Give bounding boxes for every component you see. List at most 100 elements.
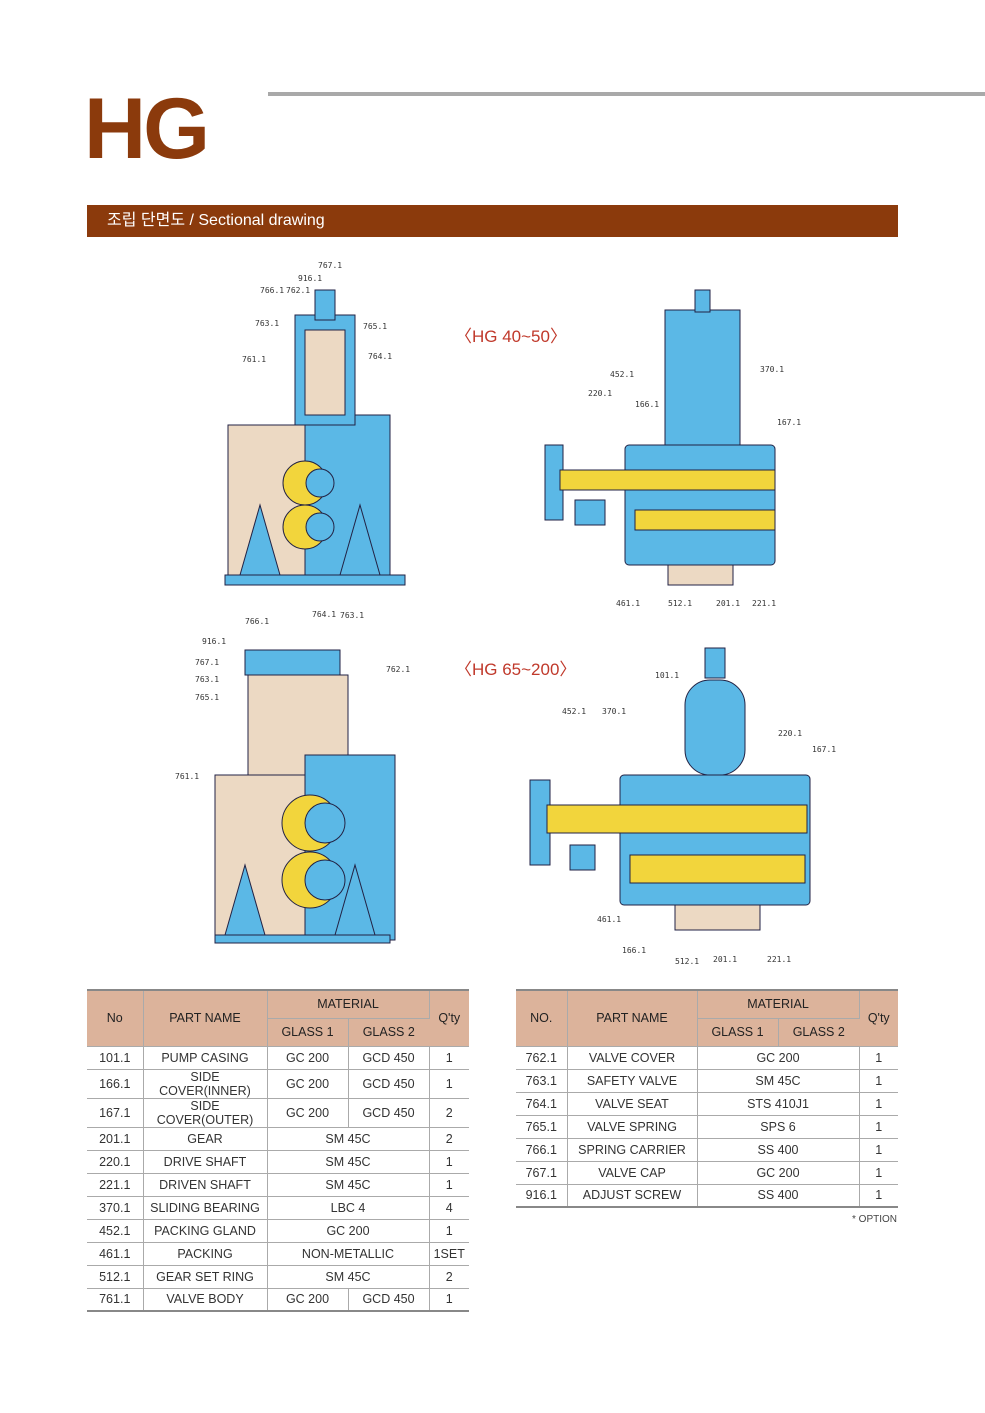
table-cell: VALVE CAP [567,1161,698,1185]
callout-label: 166.1 [635,400,660,409]
table-cell: SM 45C [267,1150,430,1174]
table-cell: GCD 450 [348,1069,430,1099]
callout-label: 370.1 [760,365,785,374]
callout-label: 767.1 [318,261,343,270]
diagram-hg65-side: 766.1 764.1 763.1 916.1 767.1 763.1 765.… [170,605,420,950]
callout-label: 916.1 [298,274,323,283]
table-cell: SM 45C [697,1069,860,1093]
callout-label: 916.1 [202,637,227,646]
table-cell: PACKING [143,1242,268,1266]
table-cell: 1 [859,1138,898,1162]
diagram-hg40-side: 767.1 916.1 766.1 762.1 763.1 765.1 761.… [200,255,420,595]
header-qty: Q'ty [859,989,898,1047]
callout-label: 201.1 [716,599,741,608]
table-cell: 766.1 [516,1138,568,1162]
header-material: MATERIAL [697,989,860,1019]
callout-label: 766.1 [260,286,285,295]
header-glass1: GLASS 1 [697,1018,779,1047]
model-label-hg40-50: 〈HG 40~50〉 [455,327,567,346]
table-cell: GEAR [143,1127,268,1151]
table-cell: 220.1 [87,1150,144,1174]
table-cell: 201.1 [87,1127,144,1151]
table-cell: 764.1 [516,1092,568,1116]
diagram-hg65-front: 101.1 452.1 370.1 220.1 167.1 461.1 166.… [525,645,836,970]
table-cell: VALVE COVER [567,1046,698,1070]
option-note: * OPTION [852,1214,898,1225]
table-cell: 763.1 [516,1069,568,1093]
table-cell: DRIVE SHAFT [143,1150,268,1174]
table-cell: 4 [429,1196,469,1220]
table-cell: 1 [859,1069,898,1093]
table-cell: GC 200 [267,1069,349,1099]
table-cell: GEAR SET RING [143,1265,268,1289]
callout-label: 765.1 [363,322,388,331]
table-cell: NON-METALLIC [267,1242,430,1266]
header-glass2: GLASS 2 [348,1018,429,1047]
callout-label: 101.1 [655,671,680,680]
table-cell: 761.1 [87,1288,144,1312]
table-cell: 512.1 [87,1265,144,1289]
table-cell: 1 [859,1115,898,1139]
table-cell: STS 410J1 [697,1092,860,1116]
table-cell: 1 [429,1173,469,1197]
table-cell: 2 [429,1127,469,1151]
table-cell: SIDE COVER(INNER) [143,1069,268,1099]
table-cell: 2 [429,1265,469,1289]
table-cell: VALVE SEAT [567,1092,698,1116]
table-cell: 1 [429,1069,469,1099]
table-cell: SPRING CARRIER [567,1138,698,1162]
callout-label: 167.1 [777,418,802,427]
callout-label: 370.1 [602,707,627,716]
table-cell: GC 200 [697,1161,860,1185]
callout-label: 461.1 [597,915,622,924]
callout-label: 763.1 [195,675,220,684]
table-cell: DRIVEN SHAFT [143,1173,268,1197]
table-cell: SM 45C [267,1127,430,1151]
header-glass2: GLASS 2 [778,1018,859,1047]
divider [268,92,985,96]
callout-label: 452.1 [562,707,587,716]
table-cell: SIDE COVER(OUTER) [143,1098,268,1128]
table-cell: GCD 450 [348,1098,430,1128]
callout-label: 763.1 [340,611,365,620]
table-cell: ADJUST SCREW [567,1184,698,1208]
callout-label: 221.1 [767,955,792,964]
table-cell: 461.1 [87,1242,144,1266]
header-glass1: GLASS 1 [267,1018,349,1047]
table-cell: 1 [859,1046,898,1070]
table-cell: 1 [429,1150,469,1174]
table-cell: SAFETY VALVE [567,1069,698,1093]
callout-label: 762.1 [286,286,311,295]
table-cell: PUMP CASING [143,1046,268,1070]
table-cell: SM 45C [267,1173,430,1197]
table-cell: SM 45C [267,1265,430,1289]
table-cell: VALVE BODY [143,1288,268,1312]
table-cell: SPS 6 [697,1115,860,1139]
callout-label: 761.1 [242,355,267,364]
callout-label: 461.1 [616,599,641,608]
callout-label: 220.1 [588,389,613,398]
callout-label: 166.1 [622,946,647,955]
section-title: 조립 단면도 / Sectional drawing [87,205,898,237]
table-cell: 767.1 [516,1161,568,1185]
model-label-hg65-200: 〈HG 65~200〉 [455,660,577,679]
table-cell: LBC 4 [267,1196,430,1220]
table-cell: 1 [859,1161,898,1185]
table-cell: VALVE SPRING [567,1115,698,1139]
table-cell: GC 200 [267,1046,349,1070]
callout-label: 512.1 [675,957,700,966]
table-cell: 167.1 [87,1098,144,1128]
brand-logo: HG [84,81,210,177]
callout-label: 763.1 [255,319,280,328]
table-cell: 1 [429,1219,469,1243]
